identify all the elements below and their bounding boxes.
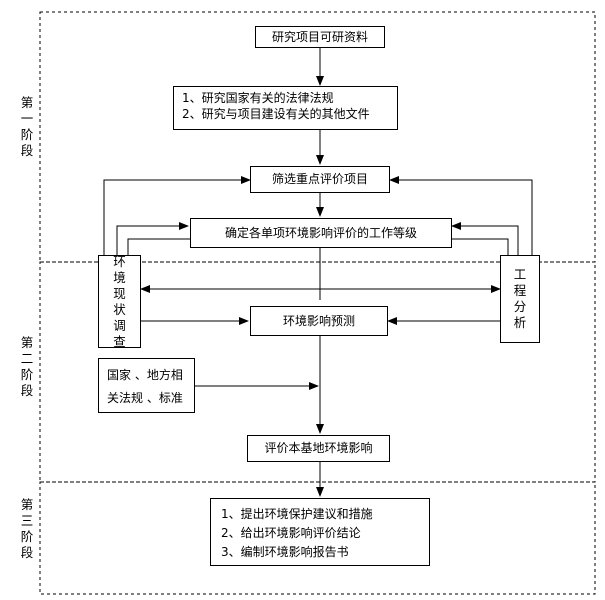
arrow-survey-to-screening [103, 176, 251, 255]
survey-char-6: 查 [113, 333, 126, 349]
analysis-char-4: 析 [513, 315, 527, 330]
final-item-2: 2、给出环境影响评价结论 [221, 526, 361, 540]
stage-label-1: 第 一 阶 段 [14, 95, 40, 159]
engineering-analysis-box: 工 程 分 析 [500, 255, 540, 343]
stage-3-char-4: 段 [20, 545, 34, 560]
regulations-box: 国家 、地方相 关法规 、标准 [98, 358, 195, 413]
screening-box: 筛选重点评价项目 [250, 166, 390, 193]
arrow-analysis-to-screening [389, 176, 533, 255]
survey-char-5: 调 [113, 317, 126, 333]
line-survey-to-grading-lower [127, 238, 190, 255]
screening-label: 筛选重点评价项目 [271, 172, 368, 187]
environment-survey-box: 环 境 现 状 调 查 [98, 253, 141, 349]
feasibility-data-box: 研究项目可研资料 [255, 26, 385, 48]
stage-2-char-2: 二 [20, 351, 34, 366]
research-item-1: 1、研究国家有关的法律法规 [182, 91, 334, 105]
regulations-line-1: 国家 、地方相 [107, 368, 183, 382]
final-report-box: 1、提出环境保护建议和措施 2、给出环境影响评价结论 3、编制环境影响报告书 [210, 498, 430, 566]
stage-label-3: 第 三 阶 段 [14, 497, 40, 561]
final-item-3: 3、编制环境影响报告书 [221, 545, 349, 559]
stage-2-char-1: 第 [20, 335, 34, 350]
stage-3-char-1: 第 [20, 497, 34, 512]
stage-1-char-3: 阶 [20, 127, 34, 142]
analysis-char-1: 工 [513, 267, 527, 282]
stage-2-char-3: 阶 [20, 367, 34, 382]
stage-3-char-2: 三 [20, 513, 34, 528]
regulations-line-2: 关法规 、标准 [107, 391, 183, 405]
analysis-char-3: 分 [513, 299, 527, 314]
prediction-label: 环境影响预测 [282, 313, 355, 328]
stage-3-char-3: 阶 [20, 529, 34, 544]
survey-char-3: 现 [113, 285, 126, 301]
grading-box: 确定各单项环境影响评价的工作等级 [190, 218, 452, 248]
final-item-1: 1、提出环境保护建议和措施 [221, 507, 373, 521]
stage-2-char-4: 段 [20, 383, 34, 398]
line-analysis-to-grading-lower [450, 238, 509, 255]
survey-char-1: 环 [113, 253, 126, 269]
assessment-box: 评价本基地环境影响 [247, 435, 390, 462]
analysis-char-2: 程 [513, 283, 527, 298]
assessment-label: 评价本基地环境影响 [264, 441, 373, 456]
stage-label-2: 第 二 阶 段 [14, 335, 40, 399]
stage-frame-3 [39, 481, 596, 595]
survey-char-4: 状 [113, 301, 126, 317]
research-item-2: 2、研究与项目建设有关的其他文件 [182, 107, 370, 122]
feasibility-data-label: 研究项目可研资料 [271, 29, 368, 44]
stage-1-char-1: 第 [20, 95, 34, 110]
arrow-survey-to-grading-upper [116, 222, 189, 255]
research-box: 1、研究国家有关的法律法规 2、研究与项目建设有关的其他文件 [173, 86, 398, 130]
stage-1-char-4: 段 [20, 143, 34, 158]
prediction-box: 环境影响预测 [250, 306, 388, 336]
survey-char-2: 境 [113, 269, 126, 285]
arrow-analysis-to-grading-upper [451, 222, 519, 255]
stage-1-char-2: 一 [20, 111, 34, 126]
grading-label: 确定各单项环境影响评价的工作等级 [224, 225, 417, 240]
